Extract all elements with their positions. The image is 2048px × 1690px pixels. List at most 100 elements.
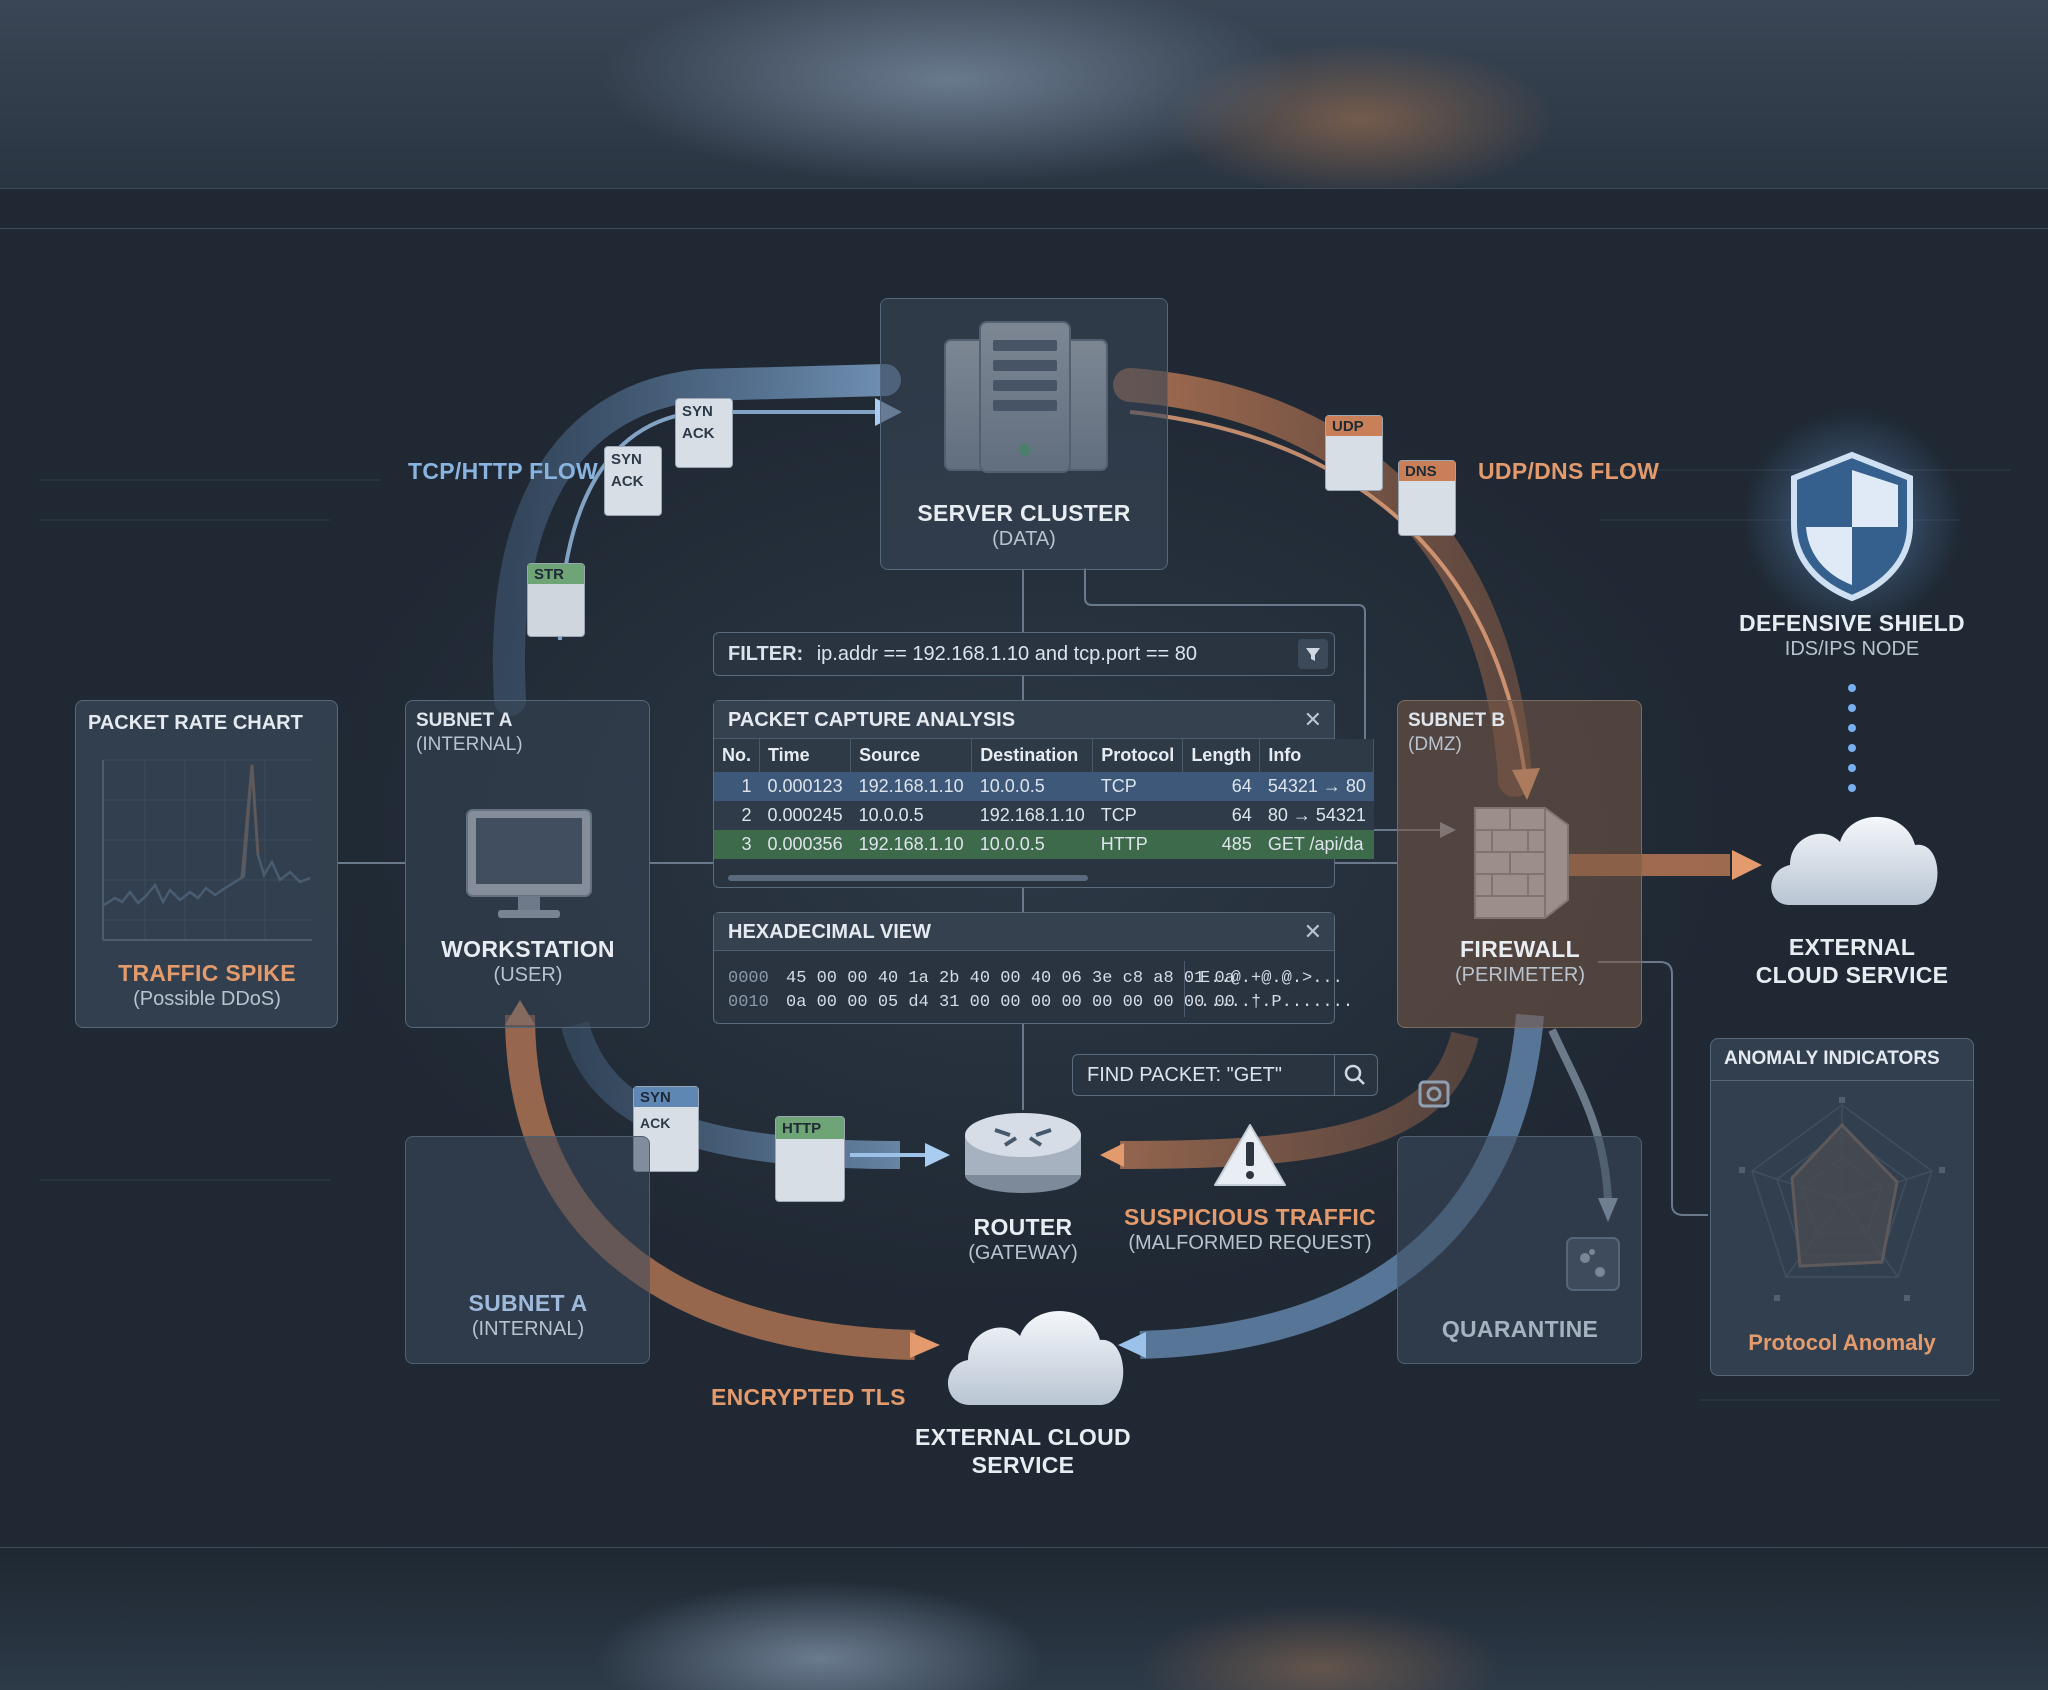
- cell-protocol: HTTP: [1092, 830, 1183, 859]
- tcp-http-flow-label: TCP/HTTP FLOW: [408, 458, 599, 484]
- encrypted-tls-label: ENCRYPTED TLS: [711, 1384, 906, 1410]
- subnet-a-bottom-title: SUBNET A: [468, 1290, 588, 1316]
- str-packet-tag: STR: [527, 563, 585, 637]
- column-header[interactable]: No.: [714, 739, 760, 772]
- column-header[interactable]: Source: [850, 739, 973, 772]
- hex-offset: 0010: [728, 993, 769, 1012]
- external-cloud-icon-bottom: [947, 1310, 1124, 1405]
- filter-bar[interactable]: FILTER: ip.addr == 192.168.1.10 and tcp.…: [713, 632, 1335, 676]
- table-row[interactable]: 2 0.000245 10.0.0.5 192.168.1.10 TCP 64 …: [714, 801, 1374, 830]
- cell-no: 2: [714, 801, 760, 830]
- packet-rate-chart-panel[interactable]: [75, 700, 338, 1028]
- cell-destination: 10.0.0.5: [971, 772, 1093, 801]
- tag-label: ACK: [682, 425, 715, 442]
- close-icon[interactable]: ✕: [1303, 919, 1322, 944]
- cell-length: 64: [1182, 801, 1260, 830]
- column-header[interactable]: Protocol: [1092, 739, 1184, 772]
- server-cluster-node[interactable]: [880, 298, 1168, 570]
- firewall-router-flow: [1119, 1031, 1479, 1169]
- anomaly-indicators-panel[interactable]: [1710, 1038, 1974, 1376]
- cell-no: 1: [714, 772, 760, 801]
- router-title: ROUTER: [973, 1214, 1073, 1240]
- hex-ascii: .....†.P.......: [1200, 993, 1354, 1012]
- tag-label: DNS: [1405, 463, 1437, 480]
- anomaly-indicators-title: ANOMALY INDICATORS: [1724, 1048, 1940, 1069]
- table-row[interactable]: 1 0.000123 192.168.1.10 10.0.0.5 TCP 64 …: [714, 772, 1374, 801]
- top-blur-band: [0, 0, 2048, 188]
- hex-offset: 0000: [728, 969, 769, 988]
- subnet-a-bottom-node[interactable]: [405, 1136, 650, 1364]
- router-icon: [965, 1113, 1081, 1193]
- tag-label: ACK: [611, 473, 644, 490]
- filter-funnel-icon[interactable]: [1298, 639, 1328, 669]
- tag-label: ACK: [640, 1115, 671, 1131]
- subnet-a-title: SUBNET A: [416, 710, 513, 731]
- table-row[interactable]: 3 0.000356 192.168.1.10 10.0.0.5 HTTP 48…: [714, 830, 1374, 859]
- defensive-shield-icon: [1742, 410, 1962, 630]
- udp-dns-flow-arc: [1113, 368, 1532, 797]
- firewall-title: FIREWALL: [1460, 936, 1580, 962]
- subnet-b-title: SUBNET B: [1408, 710, 1506, 731]
- udp-packet-tag: UDP: [1325, 415, 1383, 491]
- divider-line: [0, 228, 2048, 229]
- tag-label: SYN: [611, 451, 642, 468]
- subnet-a-workstation-panel[interactable]: [405, 700, 650, 1028]
- search-icon[interactable]: [1341, 1061, 1369, 1089]
- tag-label: SYN: [640, 1089, 671, 1106]
- cell-time: 0.000123: [759, 772, 851, 801]
- subnet-a-subtitle: (INTERNAL): [416, 734, 523, 755]
- defensive-shield-subtitle: IDS/IPS NODE: [1784, 638, 1920, 660]
- syn-ack-packet-tag: SYN ACK: [675, 398, 733, 468]
- cell-source: 10.0.0.5: [850, 801, 972, 830]
- filter-input[interactable]: ip.addr == 192.168.1.10 and tcp.port == …: [816, 643, 1198, 665]
- traffic-spike-label: TRAFFIC SPIKE: [118, 960, 296, 986]
- subnet-a-bottom-subtitle: (INTERNAL): [471, 1318, 585, 1340]
- packet-capture-titlebar: PACKET CAPTURE ANALYSIS ✕: [714, 701, 1334, 739]
- dns-packet-tag: DNS: [1398, 460, 1456, 536]
- defensive-shield-title: DEFENSIVE SHIELD: [1739, 610, 1965, 636]
- column-header[interactable]: Time: [759, 739, 852, 772]
- external-cloud-bottom-line2: SERVICE: [971, 1452, 1075, 1478]
- server-cluster-title: SERVER CLUSTER: [917, 500, 1131, 526]
- column-header[interactable]: Destination: [971, 739, 1094, 772]
- find-packet-input[interactable]: FIND PACKET: "GET": [1087, 1064, 1282, 1086]
- hex-ascii: E..@.+@.@.>...: [1200, 969, 1343, 988]
- find-packet-search[interactable]: FIND PACKET: "GET": [1072, 1054, 1378, 1096]
- warning-icon: [1214, 1124, 1286, 1186]
- close-icon[interactable]: ✕: [1303, 707, 1322, 732]
- server-cluster-subtitle: (DATA): [992, 528, 1056, 550]
- horizontal-scrollbar[interactable]: [728, 875, 1088, 881]
- hexadecimal-view-window[interactable]: HEXADECIMAL VIEW ✕ 0000 45 00 00 40 1a 2…: [713, 912, 1353, 1024]
- cell-destination: 10.0.0.5: [971, 830, 1093, 859]
- shield-dotted-link: [1848, 684, 1856, 792]
- external-cloud-bottom-line1: EXTERNAL CLOUD: [915, 1424, 1131, 1450]
- packet-rate-chart-title: PACKET RATE CHART: [88, 712, 303, 734]
- suspicious-traffic-subtitle: (MALFORMED REQUEST): [1128, 1232, 1372, 1254]
- http-packet-tag: HTTP: [775, 1116, 845, 1202]
- udp-dns-flow-label: UDP/DNS FLOW: [1478, 458, 1660, 484]
- protocol-anomaly-label: Protocol Anomaly: [1748, 1330, 1936, 1355]
- cell-length: 64: [1182, 772, 1260, 801]
- packet-capture-window[interactable]: PACKET CAPTURE ANALYSIS ✕ No. Time Sourc…: [713, 700, 1375, 888]
- cell-protocol: TCP: [1092, 801, 1183, 830]
- tag-label: SYN: [682, 403, 713, 420]
- packet-table-header: No. Time Source Destination Protocol Len…: [714, 739, 1375, 772]
- tag-label: UDP: [1332, 418, 1364, 435]
- filter-label: FILTER:: [728, 643, 804, 665]
- hexview-titlebar: HEXADECIMAL VIEW ✕: [714, 913, 1334, 951]
- firewall-cloud-arrowhead: [1732, 850, 1762, 880]
- cell-protocol: TCP: [1092, 772, 1183, 801]
- cell-destination: 192.168.1.10: [971, 801, 1093, 830]
- column-header[interactable]: Info: [1259, 739, 1375, 772]
- cell-source: 192.168.1.10: [850, 830, 972, 859]
- cell-no: 3: [714, 830, 760, 859]
- external-cloud-icon-right: [1771, 816, 1938, 905]
- hex-divider: [1184, 961, 1185, 1017]
- workstation-title: WORKSTATION: [441, 936, 615, 962]
- workstation-subtitle: (USER): [493, 964, 563, 986]
- anomaly-divider: [1710, 1080, 1974, 1081]
- quarantine-node[interactable]: [1397, 1136, 1642, 1364]
- firewall-subtitle: (PERIMETER): [1455, 964, 1585, 986]
- column-header[interactable]: Length: [1182, 739, 1261, 772]
- subnet-b-firewall-panel[interactable]: [1397, 700, 1642, 1028]
